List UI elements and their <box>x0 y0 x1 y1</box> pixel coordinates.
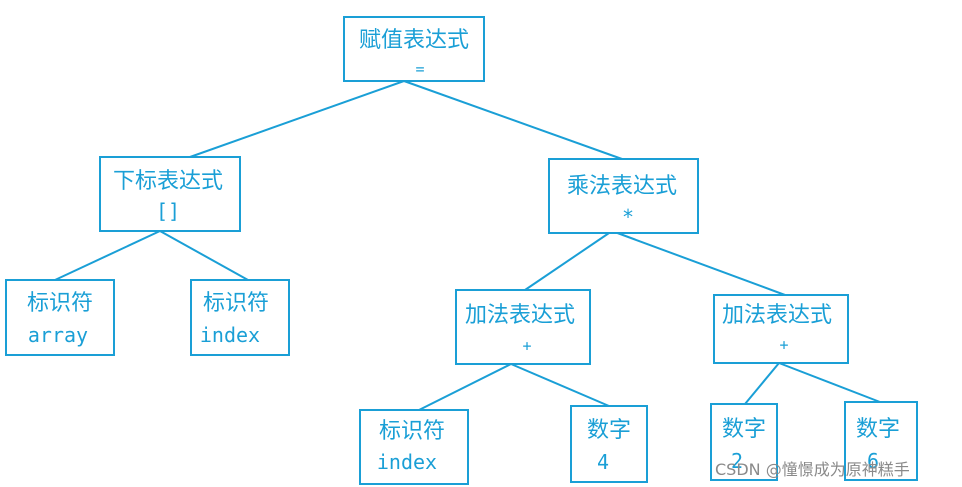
edge-subscript-array <box>54 230 161 281</box>
edge-root-multiply <box>403 80 623 160</box>
node-value: array <box>28 323 88 347</box>
node-add-expression-right: 加法表达式 + <box>713 294 849 364</box>
node-identifier-index-2: 标识符 index <box>359 409 469 485</box>
node-value: 2 <box>731 449 743 473</box>
tree-edges <box>54 80 881 411</box>
node-title: 赋值表达式 <box>359 28 469 53</box>
edge-multiply-addright <box>611 230 786 296</box>
edge-addright-num6 <box>778 362 881 403</box>
node-operator: + <box>522 337 531 355</box>
node-title: 标识符 <box>203 291 269 316</box>
node-number-6: 数字 6 <box>844 401 918 481</box>
node-identifier-index: 标识符 index <box>190 279 290 356</box>
node-value: 6 <box>867 449 879 473</box>
edge-root-subscript <box>189 80 405 158</box>
node-title: 加法表达式 <box>722 303 832 328</box>
node-value: 4 <box>597 450 609 474</box>
node-add-expression-left: 加法表达式 + <box>455 289 591 365</box>
node-operator: * <box>622 205 634 229</box>
node-title: 数字 <box>587 418 631 443</box>
edge-subscript-index <box>159 230 249 281</box>
node-title: 数字 <box>722 417 766 442</box>
node-value: index <box>200 323 260 347</box>
node-multiply-expression: 乘法表达式 * <box>548 158 699 234</box>
node-number-4: 数字 4 <box>570 405 648 483</box>
node-identifier-array: 标识符 array <box>5 279 115 356</box>
edge-addleft-index <box>418 363 512 411</box>
edge-multiply-addleft <box>524 230 613 291</box>
node-title: 下标表达式 <box>113 169 223 194</box>
node-number-2: 数字 2 <box>710 403 778 481</box>
node-operator: = <box>415 60 424 78</box>
node-value: index <box>377 450 437 474</box>
node-title: 乘法表达式 <box>567 174 677 199</box>
node-title: 加法表达式 <box>465 303 575 328</box>
edge-addleft-num4 <box>510 363 610 407</box>
node-title: 数字 <box>856 417 900 442</box>
node-assignment-expression: 赋值表达式 = <box>343 16 485 82</box>
edge-addright-num2 <box>744 362 780 405</box>
node-operator: [] <box>156 199 180 223</box>
node-title: 标识符 <box>379 419 445 444</box>
node-title: 标识符 <box>27 291 93 316</box>
node-subscript-expression: 下标表达式 [] <box>99 156 241 232</box>
node-operator: + <box>779 336 788 354</box>
csdn-watermark: CSDN @憧憬成为原神糕手 <box>715 460 910 479</box>
